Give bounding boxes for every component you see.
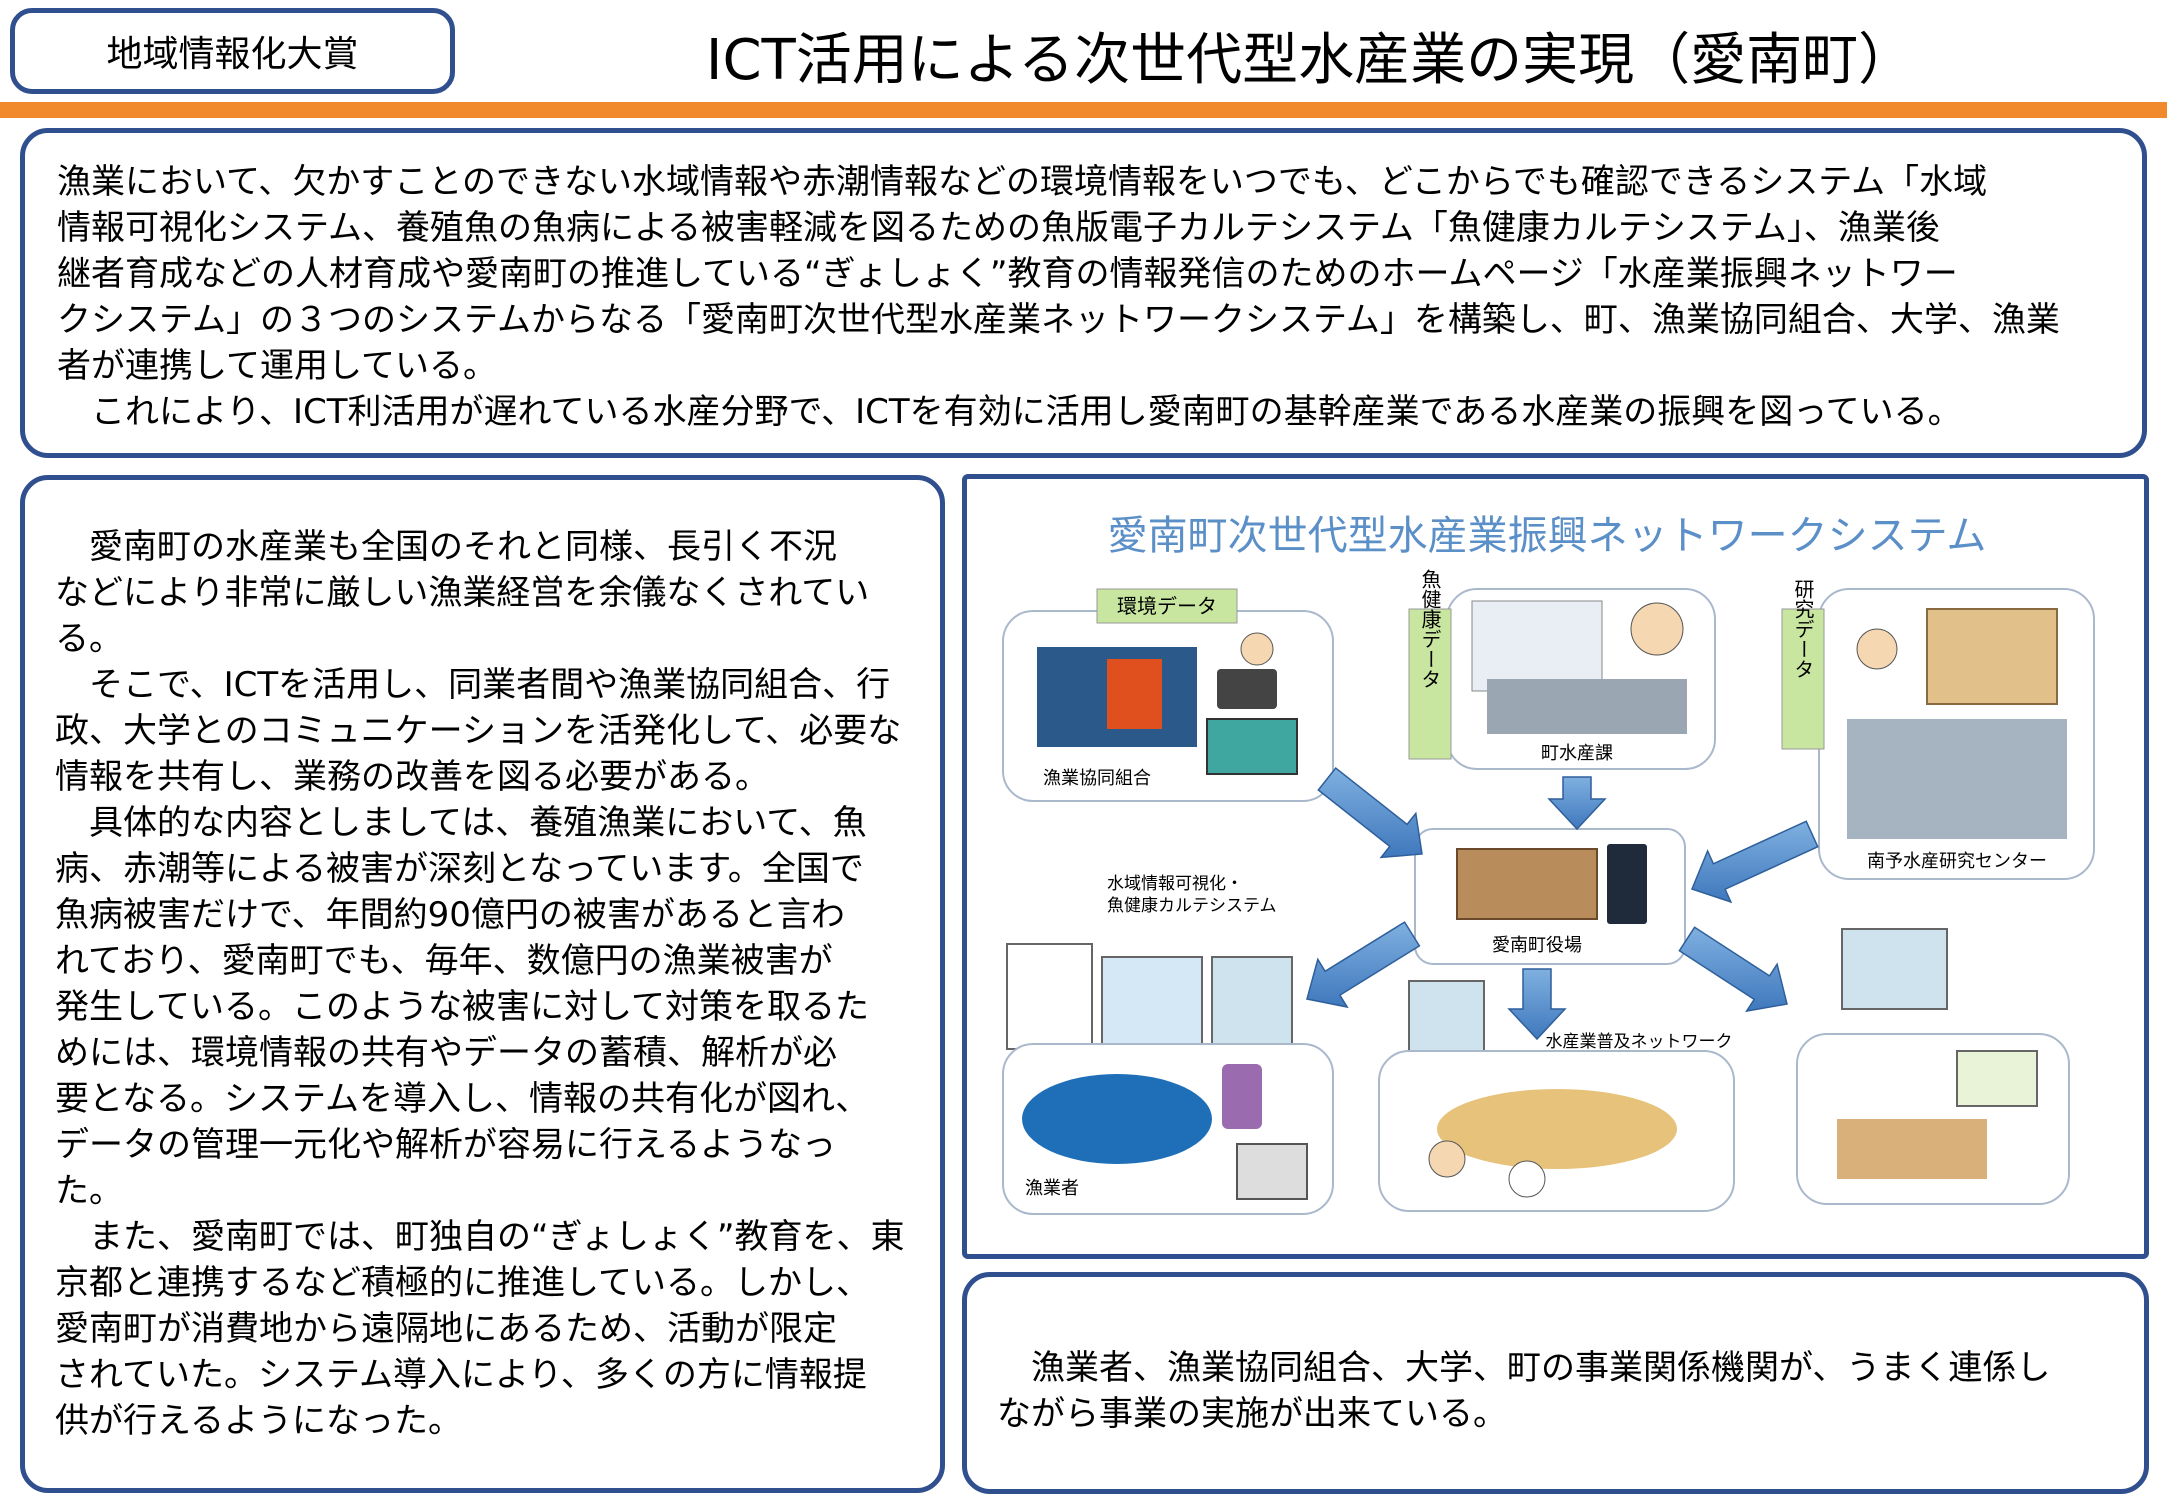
mobile-phone-icon [1222,1064,1262,1129]
tag-environment [1096,588,1238,624]
university-building-icon [1926,608,2058,705]
summary-box: 漁業において、欠かすことのできない水域情報や赤潮情報などの環境情報をいつでも、ど… [20,128,2147,458]
town-fisheries-cluster: 魚健康データ 町水産課 [1408,569,1716,770]
background-paragraph-3: 具体的な内容としましては、養殖漁業において、魚 病、赤潮等による被害が深刻となっ… [55,803,870,1211]
photo-research-lab [1847,719,2067,839]
doctor-icon [1630,602,1684,656]
classroom-desks-icon [1837,1119,1987,1179]
award-label: 地域情報化大賞 [106,34,359,75]
research-center-cluster: 研究データ 南予水産研究センター [1781,579,2095,880]
result-paragraph: 漁業者、漁業協同組合、大学、町の事業関係機関が、うまく連係し ながら事業の実施が… [997,1348,2051,1434]
arrow-office-to-network [1507,968,1567,1041]
desktop-pc-icon [1236,1143,1308,1200]
arrow-office-to-school [1678,926,1788,1013]
network-screen [1408,980,1485,1054]
tag-research [1781,608,1825,750]
school-screen [1841,928,1948,1010]
arrow-coop-to-office [1317,766,1423,859]
page-title: ICT活用による次世代型水産業の実現（愛南町） [470,10,2150,100]
building-icon [1206,718,1298,775]
fishermen-cluster: 漁業者 [1002,1043,1334,1215]
summary-paragraph-1: 漁業において、欠かすことのできない水域情報や赤潮情報などの環境情報をいつでも、ど… [57,162,2060,386]
background-paragraph-2: そこで、ICTを活用し、同業者間や漁業協同組合、行 政、大学とのコミュニケーショ… [55,665,902,797]
screen-capture [1471,600,1603,692]
tag-fish-health [1408,608,1452,760]
label-town-office: 愛南町役場 [1492,935,1582,956]
result-box: 漁業者、漁業協同組合、大学、町の事業関係機関が、うまく連係し ながら事業の実施が… [962,1272,2149,1494]
background-paragraph-1: 愛南町の水産業も全国のそれと同様、長引く不況 などにより非常に厳しい漁業経営を余… [55,527,870,659]
arrow-fisheries-to-office [1547,776,1607,831]
label-fishery-coop: 漁業協同組合 [1043,768,1151,789]
tag-environment-label: 環境データ [1117,594,1217,618]
orange-divider [0,102,2167,118]
server-icon [1607,844,1647,924]
school-cluster [1796,1033,2070,1205]
system-screens [1006,943,1293,1050]
page-title-text: ICT活用による次世代型水産業の実現（愛南町） [705,27,1915,93]
tag-fish-health-label: 魚健康データ [1418,569,1442,689]
person-icon [1240,632,1274,666]
network-diagram: 愛南町次世代型水産業振興ネットワークシステム 環境データ 漁業協同組合 魚健康デ… [1002,513,2095,1215]
label-systems-line1: 水域情報可視化・ [1107,874,1243,894]
diagram-title: 愛南町次世代型水産業振興ネットワークシステム [1108,513,1987,559]
diagram-arrows [1306,766,1819,1041]
fishing-boat-icon [1022,1074,1212,1164]
award-badge: 地域情報化大賞 [10,8,455,94]
life-jacket-icon [1107,659,1162,729]
label-town-fisheries: 町水産課 [1541,743,1613,764]
laptop-icon [1217,669,1277,709]
label-network: 水産業普及ネットワーク [1546,1032,1733,1052]
background-paragraph-4: また、愛南町では、町独自の“ぎょしょく”教育を、東 京都と連携するなど積極的に推… [55,1217,905,1441]
network-cluster [1378,1050,1735,1212]
diagram-box: 愛南町次世代型水産業振興ネットワークシステム 環境データ 漁業協同組合 魚健康デ… [962,474,2149,1259]
town-office-cluster: 愛南町役場 [1414,828,1686,965]
background-box: 愛南町の水産業も全国のそれと同様、長引く不況 などにより非常に厳しい漁業経営を余… [20,475,945,1493]
fishery-coop-cluster: 環境データ 漁業協同組合 [1002,588,1334,802]
arrow-research-to-office [1691,820,1819,904]
town-hall-icon [1456,848,1598,920]
arrow-office-to-fishermen [1306,921,1421,1009]
tag-research-label: 研究データ [1791,579,1815,679]
summary-paragraph-2: これにより、ICT利活用が遅れている水産分野で、ICTを有効に活用し愛南町の基幹… [57,392,1962,432]
photo-lab [1487,679,1687,734]
shokuiku-table-icon [1437,1089,1677,1169]
label-systems-line2: 魚健康カルテシステム [1107,896,1277,916]
blackboard-icon [1956,1050,2038,1107]
label-fishermen: 漁業者 [1025,1178,1079,1199]
label-research-center: 南予水産研究センター [1867,851,2047,872]
researcher-icon [1856,628,1898,670]
